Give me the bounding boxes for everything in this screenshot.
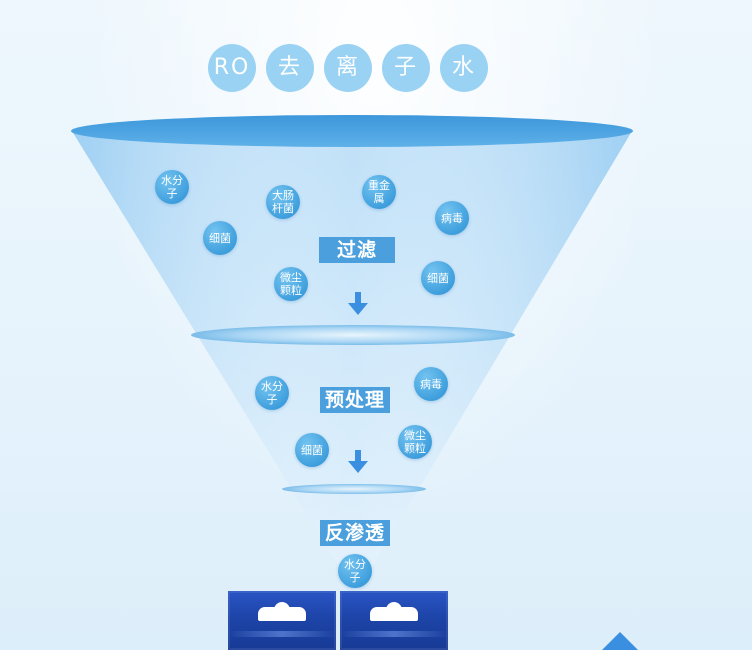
title-char-zi: 子 <box>382 44 430 92</box>
product-package-left <box>228 591 336 650</box>
title-char-qu: 去 <box>266 44 314 92</box>
water-drop-icon <box>602 632 638 650</box>
title-char-li: 离 <box>324 44 372 92</box>
bubble-virus-mid: 病毒 <box>414 367 448 401</box>
bubble-water-molecule-bottom: 水分子 <box>338 554 372 588</box>
package-band <box>228 631 336 637</box>
bubble-dust-mid: 微尘颗粒 <box>398 425 432 459</box>
bubble-bacteria-mid: 细菌 <box>295 433 329 467</box>
arrow-down-icon-2 <box>348 450 368 473</box>
bubble-heavy-metal: 重金属 <box>362 175 396 209</box>
bubble-bacteria-top-2: 细菌 <box>421 261 455 295</box>
funnel-layer-1 <box>191 325 515 345</box>
package-band <box>340 631 448 637</box>
title-char-ro: RO <box>208 44 256 92</box>
product-package-right <box>340 591 448 650</box>
funnel-rim <box>71 115 633 147</box>
bubble-virus-top: 病毒 <box>435 201 469 235</box>
hang-hole-icon <box>258 602 306 621</box>
stage-label-pretreatment: 预处理 <box>320 387 390 413</box>
stage-label-reverse-osmosis: 反渗透 <box>320 520 390 546</box>
stage-label-filter: 过滤 <box>319 237 395 263</box>
hang-hole-icon <box>370 602 418 621</box>
funnel-layer-2 <box>282 484 426 494</box>
bubble-ecoli: 大肠杆菌 <box>266 185 300 219</box>
title-char-shui: 水 <box>440 44 488 92</box>
title-row: RO 去 离 子 水 <box>208 44 488 92</box>
bubble-dust-top: 微尘颗粒 <box>274 267 308 301</box>
arrow-down-icon-1 <box>348 292 368 315</box>
bubble-water-molecule-top: 水分子 <box>155 170 189 204</box>
bubble-water-molecule-mid: 水分子 <box>255 376 289 410</box>
bubble-bacteria-top-1: 细菌 <box>203 221 237 255</box>
